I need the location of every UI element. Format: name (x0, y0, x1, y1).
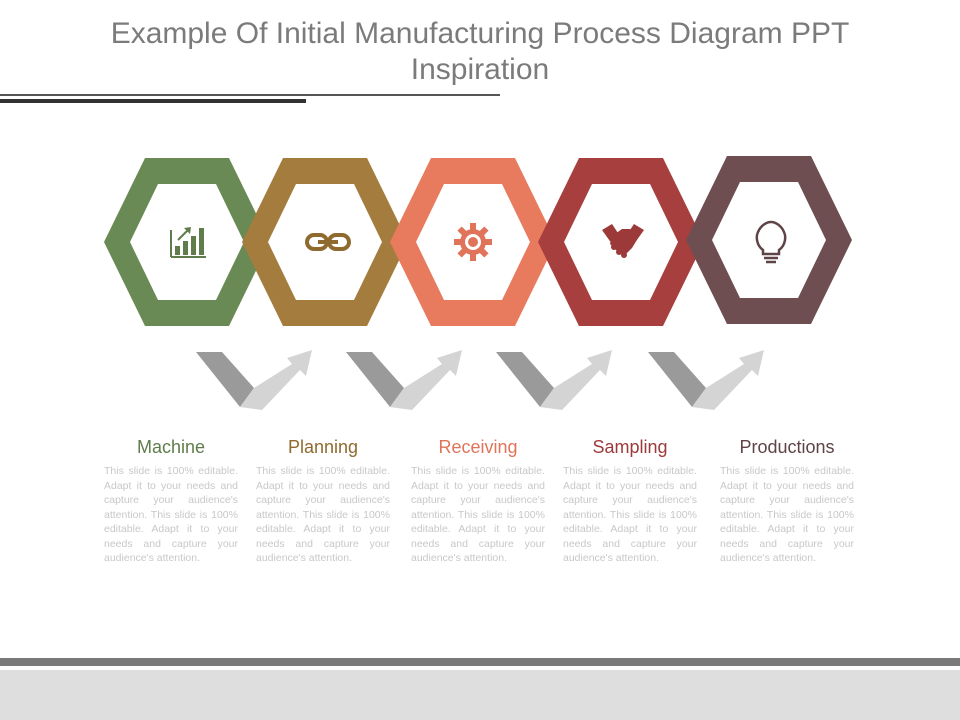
arrow-4 (648, 350, 764, 410)
hexagon-productions (686, 156, 852, 324)
step-receiving: Receiving This slide is 100% editable. A… (411, 430, 545, 566)
step-title: Sampling (592, 437, 668, 457)
step-description: This slide is 100% editable. Adapt it to… (720, 465, 854, 564)
gear-icon (454, 223, 492, 261)
light-bulb-icon (755, 220, 787, 264)
title-rule-thin (0, 94, 500, 96)
slide-title: Example Of Initial Manufacturing Process… (110, 17, 850, 86)
title-rule-thick (0, 99, 306, 103)
step-title: Machine (136, 437, 206, 457)
step-title: Planning (287, 437, 359, 457)
step-description: This slide is 100% editable. Adapt it to… (256, 465, 390, 564)
arrow-1 (196, 350, 312, 410)
step-productions: Productions This slide is 100% editable.… (720, 430, 854, 566)
step-machine: Machine This slide is 100% editable. Ada… (104, 430, 238, 566)
arrow-2 (346, 350, 462, 410)
step-planning: Planning This slide is 100% editable. Ad… (256, 430, 390, 566)
process-arrows (196, 350, 764, 410)
step-description: This slide is 100% editable. Adapt it to… (411, 465, 545, 564)
step-description: This slide is 100% editable. Adapt it to… (104, 465, 238, 564)
step-title: Productions (739, 437, 835, 457)
bar-chart-growth-icon (170, 227, 206, 258)
handshake-icon (602, 224, 644, 258)
step-title: Receiving (438, 437, 518, 457)
footer-line (0, 658, 960, 666)
arrow-3 (496, 350, 612, 410)
chain-link-icon (305, 233, 351, 251)
step-sampling: Sampling This slide is 100% editable. Ad… (563, 430, 697, 566)
footer-band (0, 670, 960, 720)
step-description: This slide is 100% editable. Adapt it to… (563, 465, 697, 564)
